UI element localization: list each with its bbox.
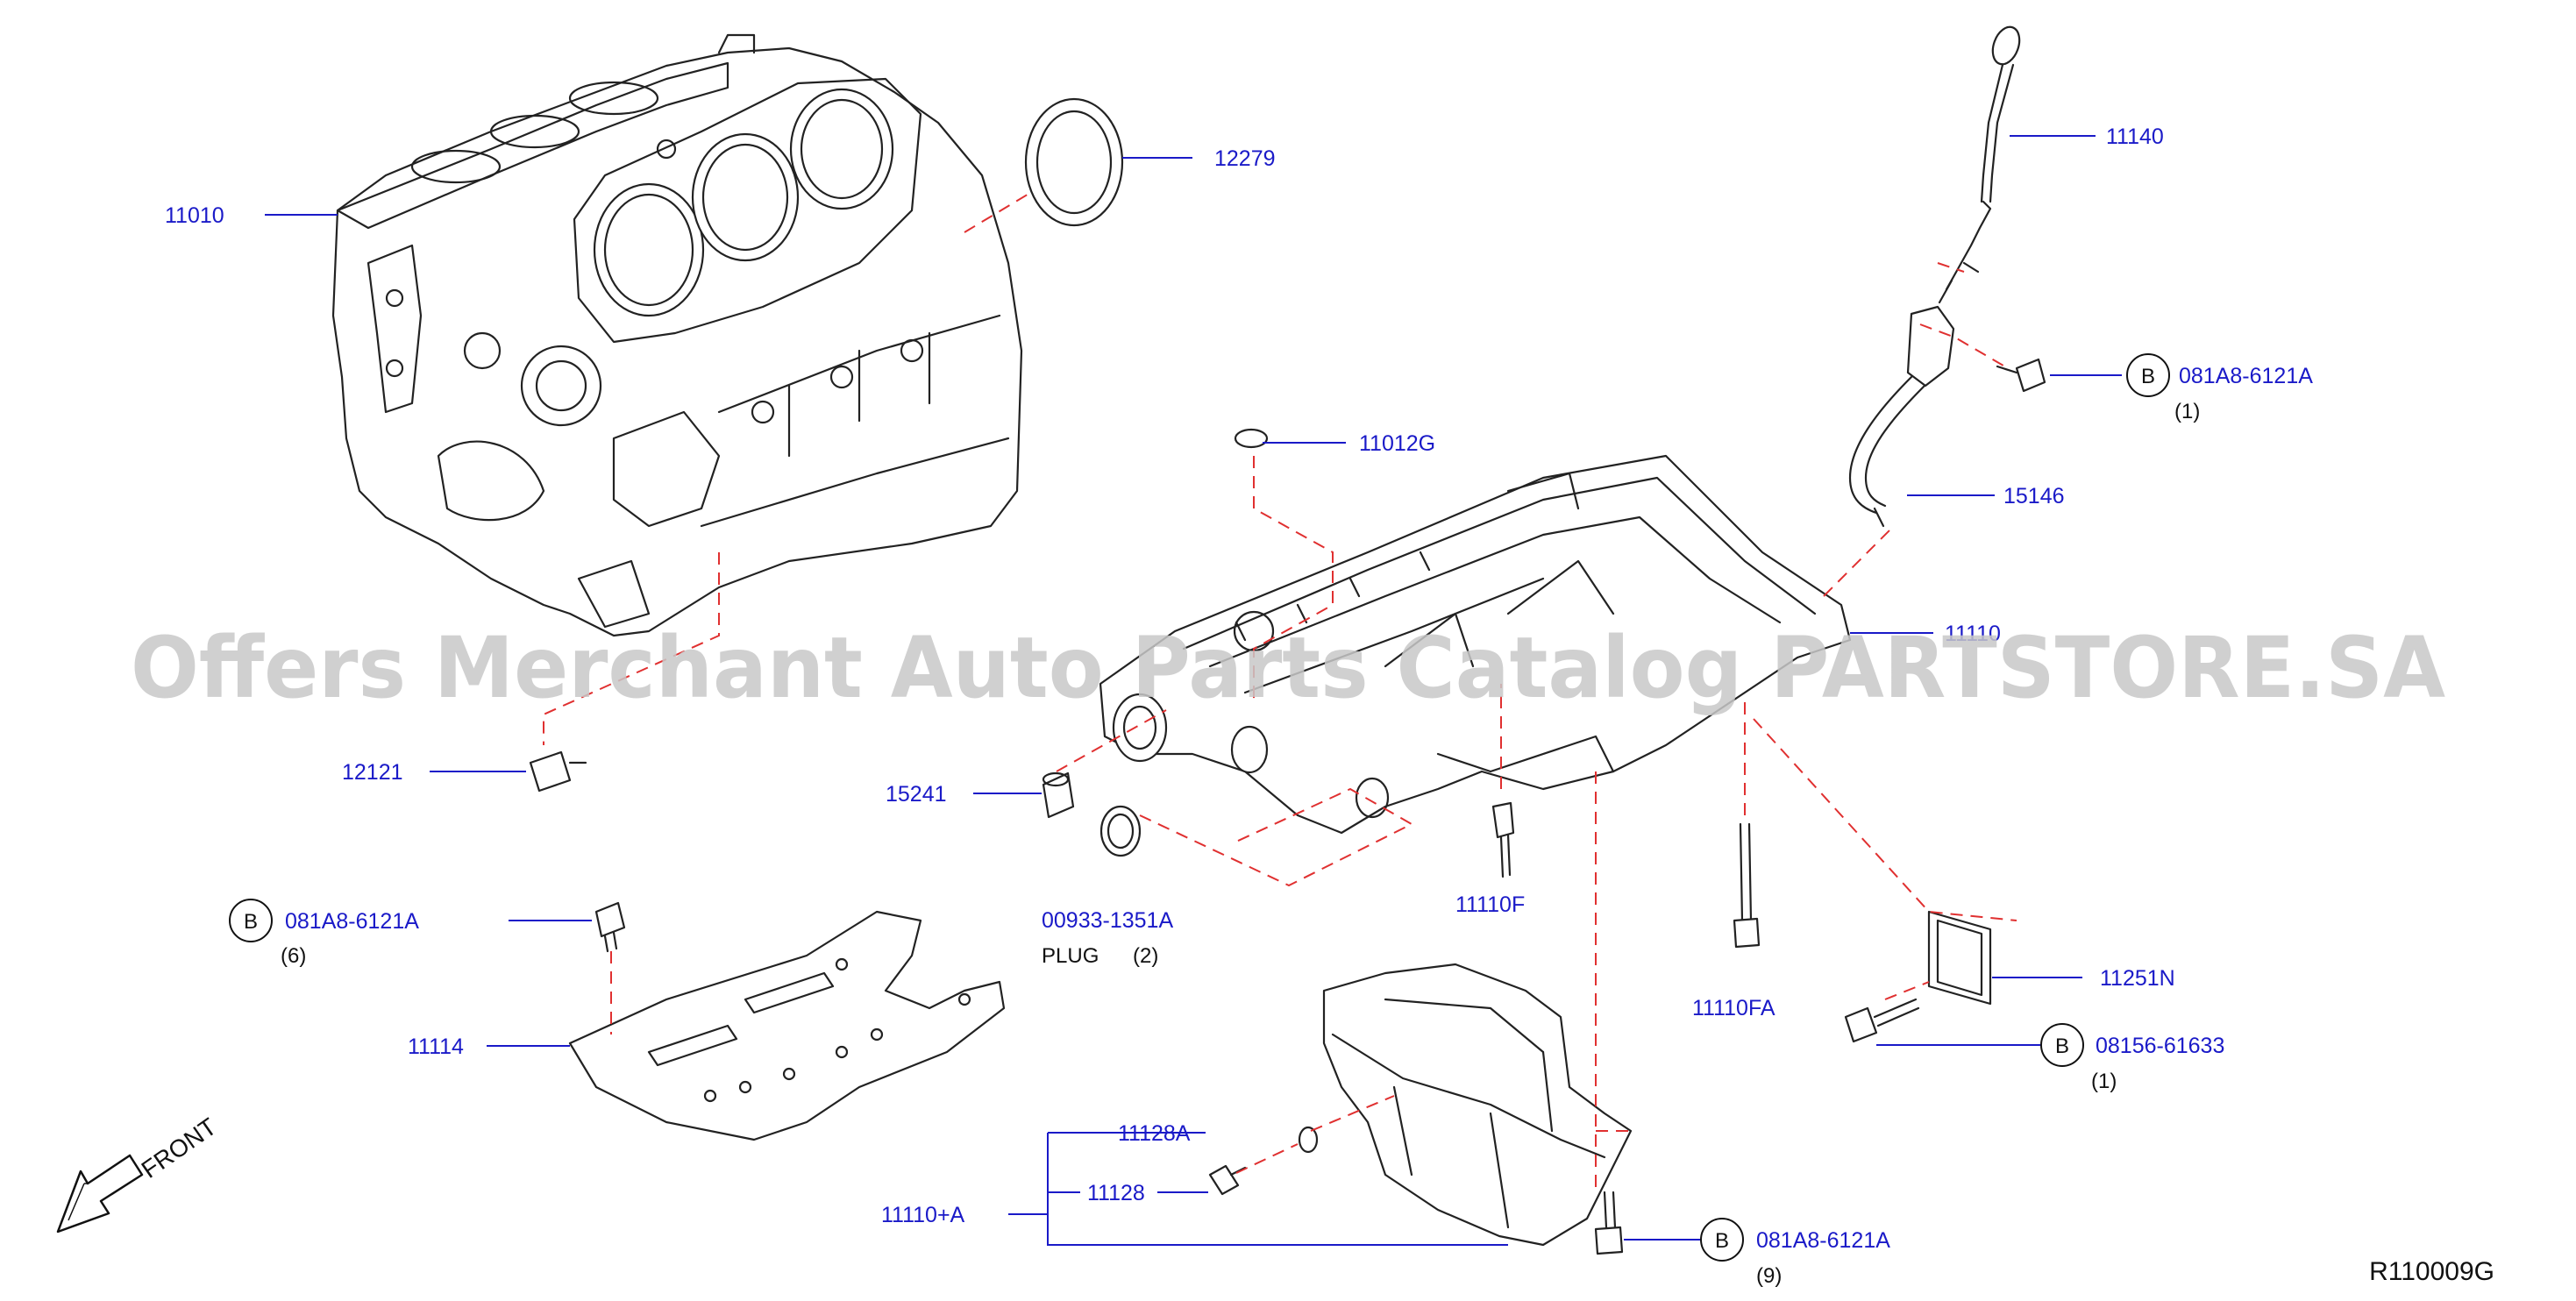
- gauge-guide-tube-drawing: [1848, 305, 1955, 528]
- small-oring-drawing: [1234, 428, 1269, 449]
- part-081a8-upper-label[interactable]: 081A8-6121A: [2179, 364, 2313, 388]
- cylinder-block-drawing: [331, 33, 1023, 637]
- part-11110a-label[interactable]: 11110+A: [881, 1203, 965, 1227]
- bolt-11110fa-drawing: [1733, 822, 1761, 949]
- part-12121-label[interactable]: 12121: [342, 760, 403, 785]
- bolt-11110f-drawing: [1491, 801, 1515, 878]
- part-11110fa-label[interactable]: 11110FA: [1692, 996, 1775, 1020]
- part-08156-qty: (1): [2091, 1070, 2117, 1093]
- part-11251n-label[interactable]: 11251N: [2100, 966, 2175, 991]
- callout-b-08156: B: [2040, 1023, 2084, 1067]
- lower-oil-pan-drawing: [1322, 963, 1633, 1247]
- baffle-plate-drawing: [568, 910, 1006, 1141]
- svg-text:B: B: [2141, 365, 2155, 388]
- watermark: Offers Merchant Auto Parts Catalog PARTS…: [131, 619, 2445, 717]
- part-15146-label[interactable]: 15146: [2003, 484, 2065, 508]
- plug-qty: (2): [1133, 944, 1158, 968]
- callout-b-upper: B: [2126, 353, 2170, 397]
- svg-text:B: B: [1715, 1229, 1729, 1253]
- bolt-081a8-9-drawing: [1594, 1191, 1624, 1255]
- part-11140-label[interactable]: 11140: [2106, 124, 2164, 149]
- gasket-11251n-drawing: [1927, 910, 1992, 1006]
- part-15241-label[interactable]: 15241: [886, 782, 947, 807]
- part-081a8-upper-qty: (1): [2174, 400, 2200, 423]
- part-08156-label[interactable]: 08156-61633: [2096, 1034, 2224, 1058]
- part-11012g-label[interactable]: 11012G: [1359, 431, 1435, 456]
- bolt-081a8-1-drawing: [1996, 358, 2046, 393]
- part-11128-label[interactable]: 11128: [1087, 1181, 1145, 1205]
- part-11114-label[interactable]: 11114: [408, 1034, 464, 1059]
- plug-15241-drawing: [1042, 771, 1075, 819]
- part-081a8-lower-qty: (9): [1756, 1264, 1782, 1288]
- alignment-guides: [543, 192, 2017, 1192]
- front-arrow: FRONT: [56, 1113, 222, 1233]
- svg-text:B: B: [244, 910, 258, 934]
- drain-gasket-drawing: [1298, 1126, 1319, 1154]
- bolt-081a8-6-drawing: [594, 901, 626, 953]
- plug-label: PLUG: [1042, 944, 1099, 968]
- oil-level-gauge-drawing: [1938, 25, 2021, 304]
- plug-00933-drawing: [1099, 805, 1142, 857]
- part-081a8-lower-label[interactable]: 081A8-6121A: [1756, 1228, 1890, 1253]
- leader-lines: [265, 135, 2122, 1246]
- part-081a8-left-label[interactable]: 081A8-6121A: [285, 909, 419, 934]
- callout-b-lower: B: [1700, 1218, 1744, 1262]
- bolt-08156-drawing: [1844, 998, 1920, 1043]
- part-11010-label[interactable]: 11010: [165, 203, 224, 228]
- upper-oil-pan-drawing: [1099, 454, 1852, 835]
- diagram-reference: R110009G: [2369, 1257, 2494, 1286]
- part-11110-label[interactable]: 11110: [1945, 622, 2001, 646]
- callout-b-left: B: [229, 899, 273, 942]
- part-00933-label[interactable]: 00933-1351A: [1042, 908, 1173, 933]
- rear-oil-seal-drawing: [1024, 97, 1124, 227]
- part-12279-label[interactable]: 12279: [1214, 146, 1276, 171]
- part-11128a-label[interactable]: 11128A: [1118, 1121, 1191, 1146]
- front-label: FRONT: [137, 1113, 222, 1184]
- part-11110f-label[interactable]: 11110F: [1455, 892, 1525, 917]
- drain-plug-drawing: [1208, 1164, 1247, 1196]
- bolt-12121-drawing: [529, 750, 587, 793]
- svg-text:B: B: [2055, 1034, 2069, 1058]
- part-081a8-left-qty: (6): [281, 944, 306, 968]
